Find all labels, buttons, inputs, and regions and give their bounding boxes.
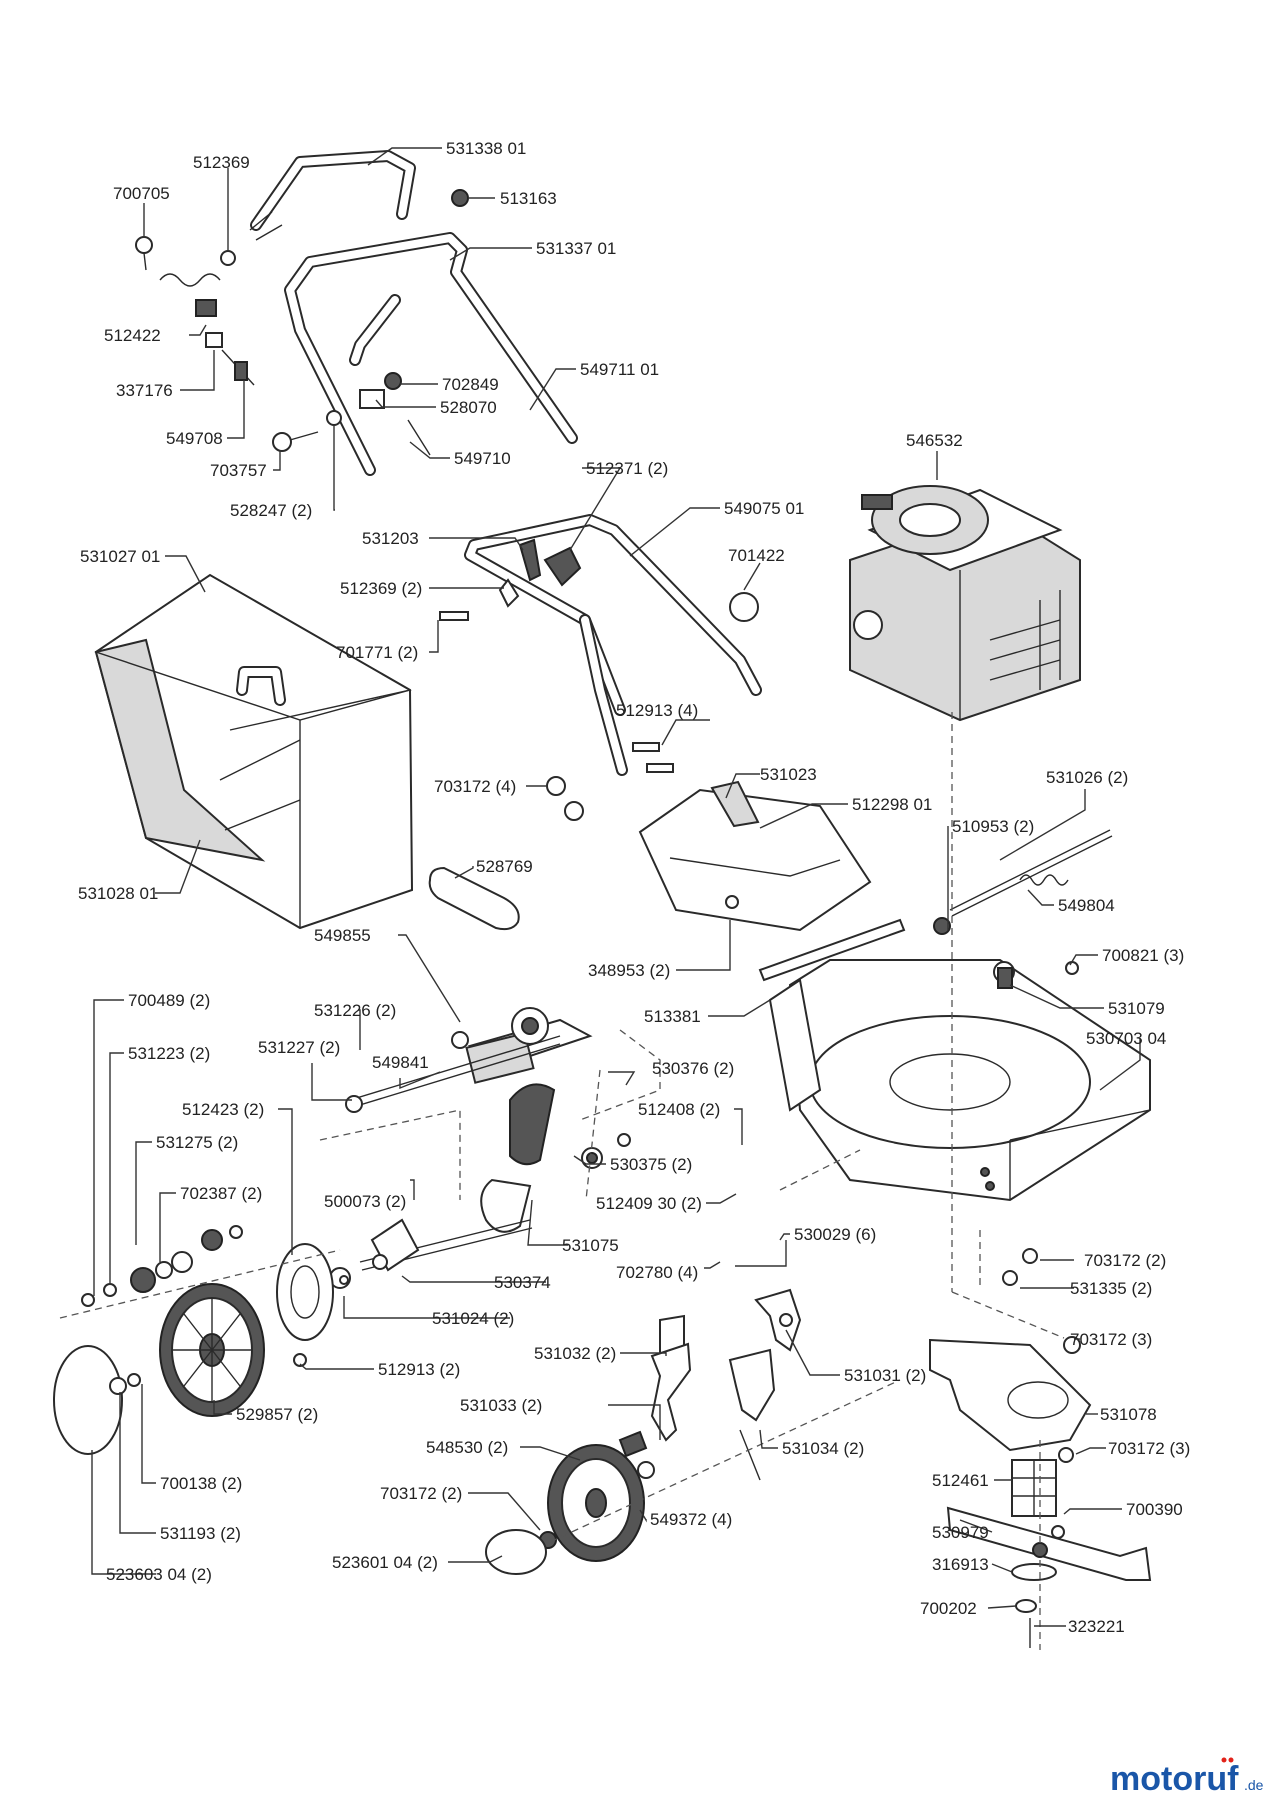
part-label: 512298 01: [852, 795, 932, 814]
part-label: 529857 (2): [236, 1405, 318, 1424]
watermark-dot: [1228, 1757, 1234, 1763]
part-label: 702849: [442, 375, 499, 394]
part-label: 528070: [440, 398, 497, 417]
part-label: 530376 (2): [652, 1059, 734, 1078]
motoruf-watermark: motoruf .de: [1110, 1757, 1264, 1798]
part-label: 700138 (2): [160, 1474, 242, 1493]
part-labels: 531338 01 512369 513163 700705 531337 01…: [78, 139, 1190, 1636]
part-label: 531275 (2): [156, 1133, 238, 1152]
part-label: 531203: [362, 529, 419, 548]
part-label: 546532: [906, 431, 963, 450]
part-label: 523603 04 (2): [106, 1565, 212, 1584]
watermark-tld: .de: [1244, 1777, 1264, 1793]
part-label: 531031 (2): [844, 1366, 926, 1385]
part-label: 549855: [314, 926, 371, 945]
assembly-dashed-lines: [59, 712, 1065, 1650]
part-label: 531023: [760, 765, 817, 784]
part-label: 512423 (2): [182, 1100, 264, 1119]
part-label: 549804: [1058, 896, 1115, 915]
part-label: 530703 04: [1086, 1029, 1166, 1048]
part-label: 513163: [500, 189, 557, 208]
part-label: 549075 01: [724, 499, 804, 518]
part-label: 531223 (2): [128, 1044, 210, 1063]
part-label: 512409 30 (2): [596, 1194, 702, 1213]
part-label: 500073 (2): [324, 1192, 406, 1211]
part-label: 512913 (2): [378, 1360, 460, 1379]
watermark-brand: motoruf: [1110, 1760, 1239, 1798]
part-label: 528769: [476, 857, 533, 876]
watermark-dot: [1221, 1757, 1227, 1763]
part-label: 512371 (2): [586, 459, 668, 478]
part-label: 700705: [113, 184, 170, 203]
part-label: 531075: [562, 1236, 619, 1255]
part-label: 702387 (2): [180, 1184, 262, 1203]
part-label: 549711 01: [580, 360, 659, 379]
part-label: 530029 (6): [794, 1225, 876, 1244]
part-label: 703172 (4): [434, 777, 516, 796]
part-label: 702780 (4): [616, 1263, 698, 1282]
part-label: 548530 (2): [426, 1438, 508, 1457]
part-label: 531335 (2): [1070, 1279, 1152, 1298]
part-label: 512369 (2): [340, 579, 422, 598]
leader-lines: [91, 147, 1141, 1627]
part-label: 528247 (2): [230, 501, 312, 520]
part-label: 700390: [1126, 1500, 1183, 1519]
part-label: 530374: [494, 1273, 551, 1292]
part-label: 531026 (2): [1046, 768, 1128, 787]
part-label: 531034 (2): [782, 1439, 864, 1458]
part-label: 337176: [116, 381, 173, 400]
part-label: 701771 (2): [336, 643, 418, 662]
part-label: 531079: [1108, 999, 1165, 1018]
part-drawings: [53, 150, 1152, 1648]
part-label: 531028 01: [78, 884, 158, 903]
part-label: 531024 (2): [432, 1309, 514, 1328]
part-label: 323221: [1068, 1617, 1125, 1636]
part-label: 316913: [932, 1555, 989, 1574]
part-label: 703757: [210, 461, 267, 480]
part-label: 701422: [728, 546, 785, 565]
part-label: 531338 01: [446, 139, 526, 158]
part-label: 510953 (2): [952, 817, 1034, 836]
part-label: 348953 (2): [588, 961, 670, 980]
part-label: 531078: [1100, 1405, 1157, 1424]
part-label: 531193 (2): [160, 1524, 241, 1543]
part-label: 700821 (3): [1102, 946, 1184, 965]
part-label: 531032 (2): [534, 1344, 616, 1363]
part-label: 531027 01: [80, 547, 160, 566]
part-label: 703172 (3): [1070, 1330, 1152, 1349]
part-label: 549710: [454, 449, 511, 468]
part-label: 512461: [932, 1471, 989, 1490]
part-label: 549372 (4): [650, 1510, 732, 1529]
part-label: 549708: [166, 429, 223, 448]
part-label: 512913 (4): [616, 701, 698, 720]
part-label: 700489 (2): [128, 991, 210, 1010]
part-label: 531033 (2): [460, 1396, 542, 1415]
part-label: 512422: [104, 326, 161, 345]
part-label: 530375 (2): [610, 1155, 692, 1174]
part-label: 703172 (2): [380, 1484, 462, 1503]
part-label: 700202: [920, 1599, 977, 1618]
part-label: 513381: [644, 1007, 701, 1026]
part-label: 512408 (2): [638, 1100, 720, 1119]
part-label: 523601 04 (2): [332, 1553, 438, 1572]
part-label: 549841: [372, 1053, 429, 1072]
part-label: 703172 (3): [1108, 1439, 1190, 1458]
part-label: 531337 01: [536, 239, 616, 258]
part-label: 512369: [193, 153, 250, 172]
part-label: 703172 (2): [1084, 1251, 1166, 1270]
part-label: 530979: [932, 1523, 989, 1542]
part-label: 531226 (2): [314, 1001, 396, 1020]
part-label: 531227 (2): [258, 1038, 340, 1057]
